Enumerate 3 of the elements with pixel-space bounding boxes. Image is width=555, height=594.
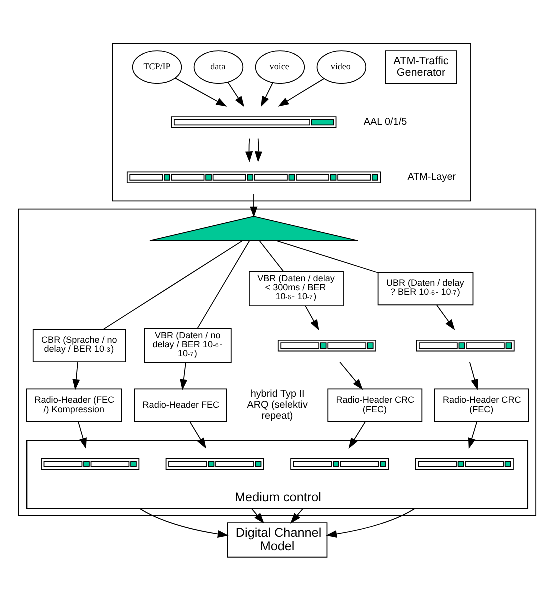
node-label: AAL 0/1/5 <box>364 117 408 128</box>
node-label: ATM-Layer <box>408 172 456 184</box>
node-label: hybrid Typ II ARQ (selektiv repeat) <box>247 389 308 422</box>
